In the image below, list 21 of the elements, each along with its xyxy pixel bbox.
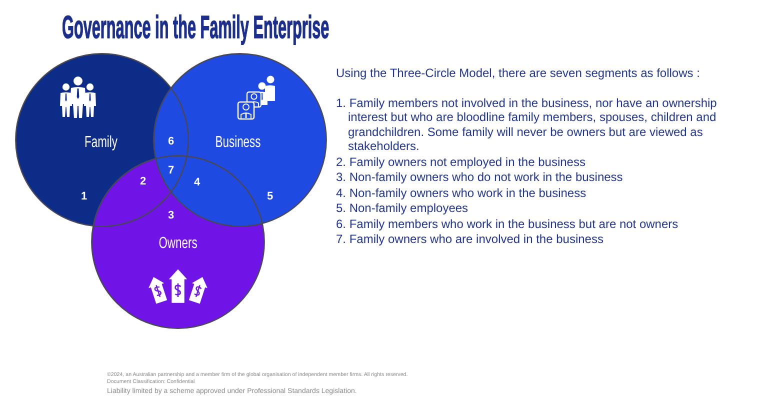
circle-label: Business — [215, 135, 261, 151]
circle-label: Family — [84, 135, 118, 151]
list-item: 7. Family owners who are involved in the business — [336, 232, 604, 246]
list-item: 4. Non-family owners who work in the business — [336, 186, 588, 200]
list-item: 6. Family members who work in the business but are not owners — [336, 216, 680, 231]
segment-number: 3 — [168, 210, 174, 222]
segment-number: 6 — [168, 136, 174, 148]
slide-title: Governance in the Family Enterprise — [62, 11, 330, 43]
venn-circle — [153, 53, 327, 227]
segment-number: 5 — [266, 192, 274, 202]
list-item: 2. Family owners not employed in the business — [336, 154, 586, 169]
list-item: 1. Family members not involved in the business, nor have an ownership interest but who are bloodline family members, spouses, children and grandchildren. Some family will never be owners but are viewed as stakeholders. — [336, 96, 718, 154]
circle-label: Owners — [158, 236, 198, 252]
intro-text: Using the Three-Circle Model, there are seven segments as follows : — [336, 66, 701, 80]
segment-number: 1 — [80, 192, 88, 202]
list-item: 5. Non-family employees — [336, 201, 470, 216]
segment-number: 2 — [140, 176, 146, 188]
list-item: 3. Non-family owners who do not work in the business — [336, 170, 624, 184]
venn-circle — [91, 155, 265, 329]
segment-number: 4 — [194, 178, 200, 188]
segment-number: 7 — [168, 166, 174, 176]
